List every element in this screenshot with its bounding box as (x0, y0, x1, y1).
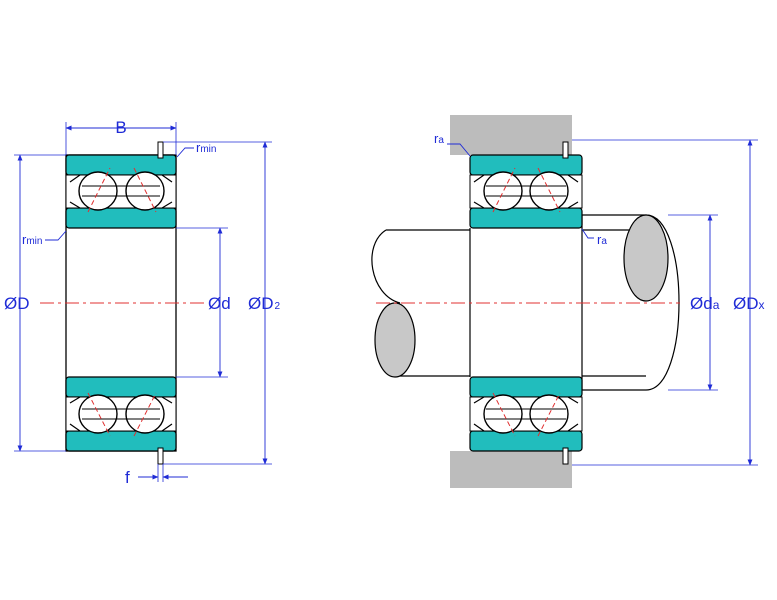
left-bearing-view: B ØD Ød ØD2 rmin rmin f (4, 118, 281, 487)
bottom-ring-section (65, 376, 177, 452)
right-top-ring-section (469, 154, 583, 229)
label-f: f (125, 468, 130, 487)
snap-ring-bottom (157, 447, 164, 465)
housing-top (450, 115, 572, 155)
label-d2: ØD2 (248, 294, 281, 313)
label-rmin-left: rmin (22, 232, 42, 247)
snap-ring-top (157, 141, 164, 159)
inner-ring-bottom (65, 376, 177, 398)
ball-bottom-left (78, 394, 118, 434)
inner-ring-top (65, 207, 177, 229)
label-ra-right: ra (597, 232, 607, 247)
label-outer-diameter: ØD (4, 294, 30, 313)
label-da: Øda (690, 294, 720, 313)
top-ring-section (65, 154, 177, 229)
label-rmin-top: rmin (196, 140, 216, 155)
right-assembly-view: ra ra Øda ØDx (371, 115, 765, 488)
shaft-end-right (623, 214, 669, 302)
right-bottom-ring-section (469, 376, 583, 452)
label-dx: ØDx (733, 294, 765, 313)
ball-top-left (78, 171, 118, 211)
housing-bottom (450, 451, 572, 488)
label-b: B (115, 118, 126, 137)
shaft-end-left (374, 302, 416, 378)
label-ra-top: ra (434, 131, 444, 146)
label-bore-diameter: Ød (208, 294, 231, 313)
